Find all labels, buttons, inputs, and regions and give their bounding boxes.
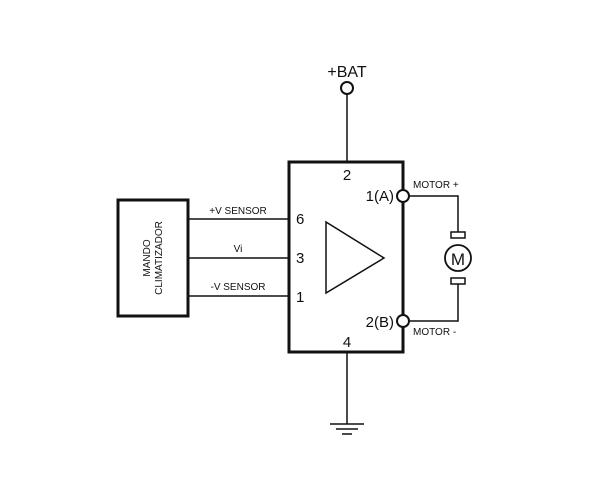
- output-a-label: 1(A): [366, 188, 394, 205]
- signal-label-vsensor-minus: -V SENSOR: [210, 282, 265, 293]
- ic-pin-bottom: 4: [343, 334, 351, 351]
- motor-symbol: M: [451, 250, 465, 269]
- output-b-label: 2(B): [366, 314, 394, 331]
- controller-label: MANDO CLIMATIZADOR: [142, 221, 165, 295]
- amplifier-triangle: [325, 220, 386, 295]
- motor-minus-label: MOTOR -: [413, 327, 456, 338]
- signal-pin-vi: 3: [296, 250, 304, 267]
- motor-plus-label: MOTOR +: [413, 180, 459, 191]
- supply-terminal: [340, 81, 354, 95]
- ic-pin-top: 2: [343, 167, 351, 184]
- controller-box: [116, 198, 190, 318]
- motor-brush-top: [450, 231, 466, 239]
- signal-pin-vsensor-minus: 1: [296, 289, 304, 306]
- motor-brush-bottom: [450, 277, 466, 285]
- controller-label-line2: CLIMATIZADOR: [154, 221, 165, 295]
- ground-symbol: [330, 423, 364, 435]
- output-a-terminal: [396, 189, 410, 203]
- motor-wire-plus: [409, 195, 459, 232]
- ic-body: [287, 160, 405, 354]
- signal-label-vi: Vi: [234, 244, 243, 255]
- motor-circle: [444, 244, 472, 272]
- signal-label-vsensor-plus: +V SENSOR: [209, 206, 267, 217]
- output-b-terminal: [396, 314, 410, 328]
- motor-wire-minus: [409, 284, 459, 322]
- controller-label-line1: MANDO: [142, 239, 153, 276]
- signal-pin-vsensor-plus: 6: [296, 211, 304, 228]
- supply-label: +BAT: [327, 64, 367, 81]
